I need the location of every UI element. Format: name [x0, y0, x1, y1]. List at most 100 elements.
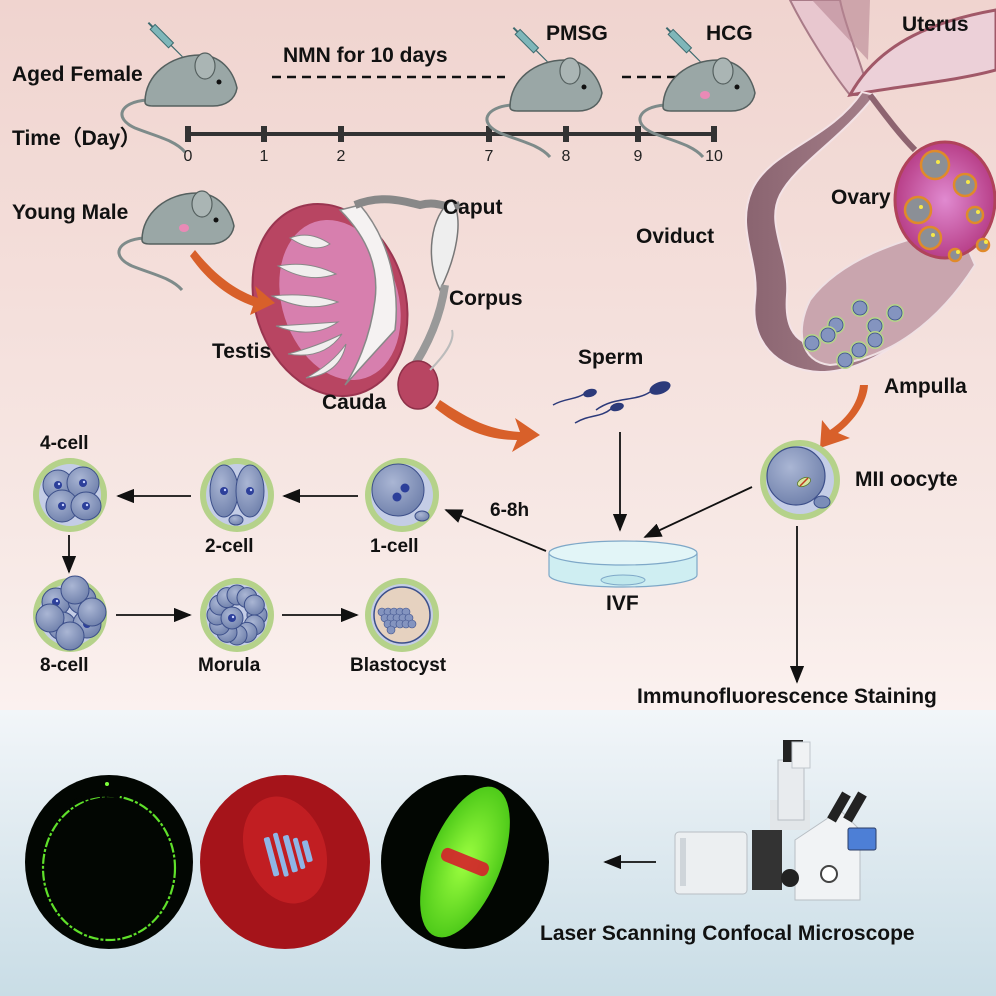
testis-epididymis	[251, 195, 462, 410]
syringe-icon	[665, 26, 701, 63]
injection-site	[700, 91, 710, 99]
mouse-eye	[581, 84, 587, 90]
timeline-tick-label: 7	[484, 148, 494, 165]
caput-label: Caput	[443, 196, 503, 219]
stage-label-2cell: 2-cell	[205, 536, 254, 557]
ampulla-label: Ampulla	[884, 375, 967, 398]
syringe-icon	[147, 21, 183, 58]
testis-label: Testis	[212, 340, 272, 363]
young-male-mouse	[117, 190, 235, 292]
ovary-follicles	[903, 149, 991, 263]
ampulla-to-oocyte-arrow	[820, 385, 868, 448]
mouse-body	[144, 54, 238, 107]
timeline-tick-label: 8	[561, 148, 571, 165]
follicle	[919, 149, 951, 181]
nmn-treatment-label: NMN for 10 days	[283, 44, 448, 68]
mouse-tail	[117, 236, 184, 292]
embryo-stages	[33, 458, 439, 652]
timeline-tick-label: 9	[633, 148, 643, 165]
hcg-label: HCG	[706, 22, 753, 45]
mouse-ear	[194, 52, 216, 80]
mouse-tail	[638, 103, 705, 159]
aged-female-label: Aged Female	[12, 63, 143, 86]
mouse-eye	[216, 79, 222, 85]
stage-label-1cell: 1-cell	[370, 536, 419, 557]
mii-oocyte	[760, 440, 840, 520]
cauda	[397, 360, 439, 410]
follicle	[917, 225, 943, 251]
young-male-label: Young Male	[12, 201, 129, 224]
mouse-ear	[559, 57, 581, 85]
female-reproductive-tract	[745, 0, 996, 374]
follicle	[952, 172, 978, 198]
timeline-tick-label: 10	[705, 148, 723, 165]
mouse-tail	[120, 98, 187, 154]
cauda-label: Cauda	[322, 391, 387, 414]
corpus-label: Corpus	[449, 287, 523, 310]
ampulla-oocytes	[803, 299, 904, 369]
ivf-time-label: 6-8h	[490, 500, 530, 521]
embryo-1cell	[365, 458, 439, 532]
timeline-tick	[338, 126, 344, 142]
mouse-tail	[485, 103, 552, 159]
injection-site	[179, 224, 189, 232]
follicle	[903, 195, 933, 225]
uterus-label: Uterus	[902, 13, 969, 36]
confocal-microscope	[674, 740, 877, 901]
orange-arrows	[190, 250, 868, 452]
mouse-eye	[213, 217, 219, 223]
flow-arrows	[61, 432, 805, 870]
ivf-to-1cell-arrow	[444, 509, 547, 552]
sperm-label: Sperm	[578, 346, 644, 369]
embryo-2cell	[200, 458, 274, 532]
embryo-morula	[200, 578, 274, 652]
mouse-ear	[712, 57, 734, 85]
timeline-tick	[563, 126, 569, 142]
embryo-4cell	[33, 458, 107, 532]
follicle	[965, 205, 985, 225]
timeline-tick	[486, 126, 492, 142]
mii-oocyte-label: MII oocyte	[855, 468, 958, 491]
ivf-dish	[548, 540, 698, 588]
mouse-body	[509, 59, 603, 112]
oocyte-to-ivf-arrow	[643, 486, 753, 538]
pmsg-label: PMSG	[546, 22, 608, 45]
mouse-body	[141, 192, 235, 245]
syringe-icon	[512, 26, 548, 63]
uterus-wall	[847, 8, 996, 97]
fluorescence-image-1	[25, 775, 193, 949]
stage-label-8cell: 8-cell	[40, 655, 89, 676]
timeline-tick	[711, 126, 717, 142]
caput	[430, 198, 459, 292]
timeline-tick-label: 1	[259, 148, 269, 165]
timeline-ticks	[185, 126, 717, 142]
ovary-label: Ovary	[831, 186, 891, 209]
mouse-eye	[734, 84, 740, 90]
sperm-cells	[552, 381, 671, 424]
ampulla	[800, 228, 977, 367]
ovary	[893, 140, 996, 260]
hcg-mouse	[638, 26, 756, 159]
stage-label-blastocyst: Blastocyst	[350, 655, 447, 676]
aged-female-mouse	[120, 21, 238, 154]
nmn-highlight: NMN	[283, 44, 331, 67]
immunofluorescence-label: Immunofluorescence Staining	[637, 685, 937, 708]
timeline-tick	[635, 126, 641, 142]
mouse-ear	[191, 190, 213, 218]
timeline-tick-label: 2	[336, 148, 346, 165]
mouse-body	[662, 59, 756, 112]
embryo-blastocyst	[365, 578, 439, 652]
cauda-to-sperm-arrow	[435, 400, 540, 452]
stage-label-morula: Morula	[198, 655, 261, 676]
timeline-tick	[261, 126, 267, 142]
male-to-testis-arrow	[190, 250, 275, 315]
timeline	[185, 75, 717, 142]
treatment-duration: for 10 days	[330, 44, 448, 67]
time-axis-label: Time（Day）	[12, 127, 142, 150]
fluorescence-images	[25, 775, 549, 949]
timeline-tick	[185, 126, 191, 142]
fluorescence-image-2	[200, 775, 370, 949]
stage-label-4cell: 4-cell	[40, 433, 89, 454]
